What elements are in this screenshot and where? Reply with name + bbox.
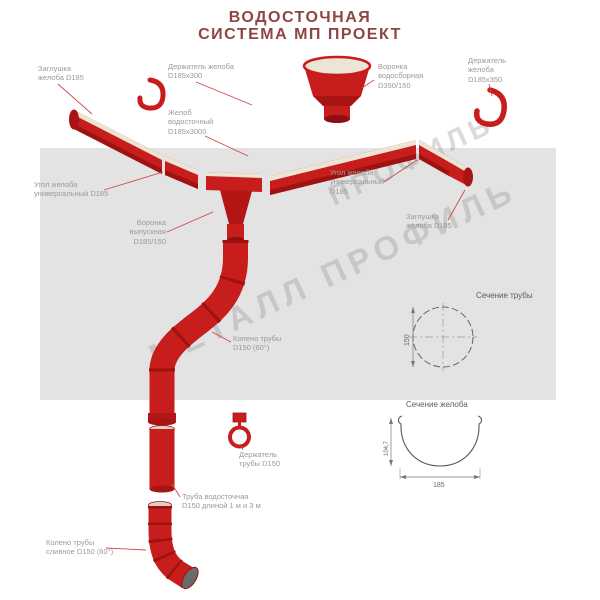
label-pipe-holder: Держатель трубы D150	[239, 450, 281, 469]
label-elbow: Колено трубы D150 (60°)	[233, 334, 282, 353]
gutter-width-dim: 185	[433, 482, 445, 489]
gutter-corner-left-part	[165, 156, 198, 189]
page-title-line1: ВОДОСТОЧНАЯ	[228, 9, 372, 26]
label-corner-right: Угол желоба универсальный D185	[330, 168, 385, 196]
outlet-funnel-part	[206, 172, 262, 243]
page-title: ВОДОСТОЧНАЯ СИСТЕМА МП ПРОЕКТ	[0, 9, 600, 44]
gutter-right	[270, 140, 416, 195]
leader-lines	[57, 79, 493, 551]
gutter-corner-right-part	[419, 140, 473, 187]
label-gutter: Желоб водосточный D185х3000	[168, 108, 214, 136]
page-title-line2: СИСТЕМА МП ПРОЕКТ	[198, 25, 402, 43]
drain-elbow-part	[148, 501, 199, 590]
gutter-holder-300-part	[137, 77, 166, 111]
gutter-holder-350-part	[473, 87, 507, 127]
pipe-section-title: Сечение трубы	[476, 291, 533, 300]
gutter-left	[69, 109, 162, 174]
gutter-end-cap-right-part	[463, 167, 473, 187]
collect-funnel-part	[302, 55, 372, 123]
label-end-cap-left: Заглушка желоба D185	[38, 64, 84, 83]
pipe-section-diagram: 150	[404, 303, 477, 371]
roof-band	[40, 148, 556, 400]
gutter-height-dim: 104,7	[384, 440, 390, 456]
elbow-60-part	[149, 240, 249, 374]
gutter-section-diagram: 104,7 185	[384, 415, 483, 489]
pipe-holder-part	[228, 412, 251, 449]
pipe-diameter-dim: 150	[404, 334, 411, 346]
label-outlet-funnel: Воронка выпускная D185/150	[129, 218, 166, 246]
label-gutter-holder-300: Держатель желоба D185х300	[168, 62, 234, 81]
label-corner-left: Угол желоба универсальный D185	[34, 180, 109, 199]
label-drain-elbow: Колено трубы сливное D150 (60°)	[46, 538, 114, 557]
label-collect-funnel: Воронка водосборная D350/150	[378, 62, 424, 90]
label-downpipe: Труба водосточная D150 длиной 1 м и 3 м	[182, 492, 261, 511]
gutter-section-title: Сечение желоба	[406, 400, 468, 409]
downpipe-part	[148, 374, 176, 493]
label-end-cap-right: Заглушка желоба D185	[406, 212, 452, 231]
label-gutter-holder-350: Держатель желоба D185х350	[468, 56, 507, 84]
gutter-end-cap-left-part	[69, 109, 79, 130]
